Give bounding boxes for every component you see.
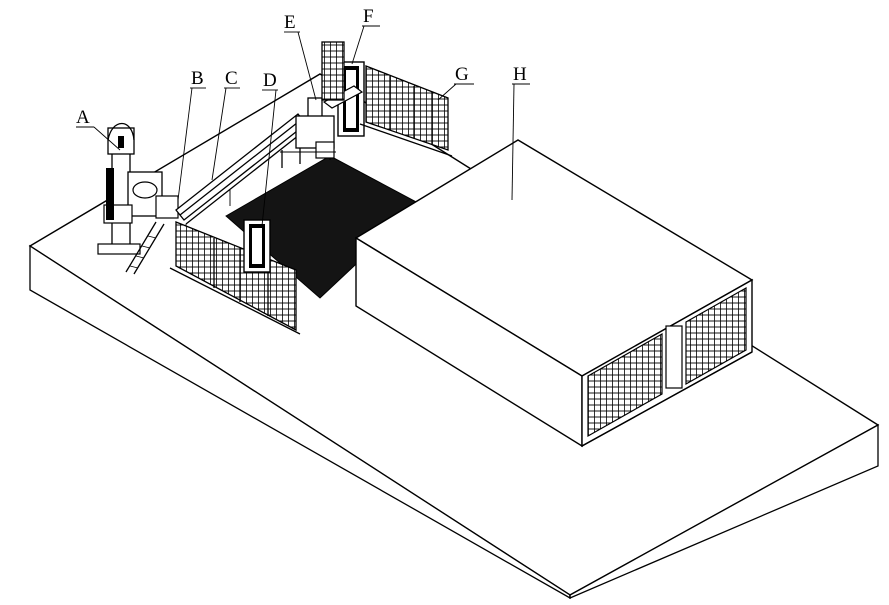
labels: A B C D E F G H <box>76 6 527 128</box>
equipment-d-pallet-racks <box>169 219 301 335</box>
label-a: A <box>76 107 90 128</box>
label-h: H <box>513 64 527 85</box>
building-h-curing-room <box>354 139 754 448</box>
rack-top-left <box>321 41 345 101</box>
label-g: G <box>455 64 469 85</box>
leader-lines <box>76 25 530 227</box>
label-d: D <box>263 70 277 91</box>
label-f: F <box>363 6 374 27</box>
label-b: B <box>191 68 204 89</box>
label-c: C <box>225 68 238 89</box>
building-opening-right <box>685 286 747 386</box>
equipment-c-belt-conveyor <box>175 113 309 240</box>
equipment-g-pallet-racks <box>359 65 453 157</box>
equipment-e-hopper <box>280 97 336 168</box>
label-e: E <box>284 12 296 33</box>
building-opening-left <box>587 332 663 438</box>
equipment-a-mixer-elevator <box>97 123 179 275</box>
